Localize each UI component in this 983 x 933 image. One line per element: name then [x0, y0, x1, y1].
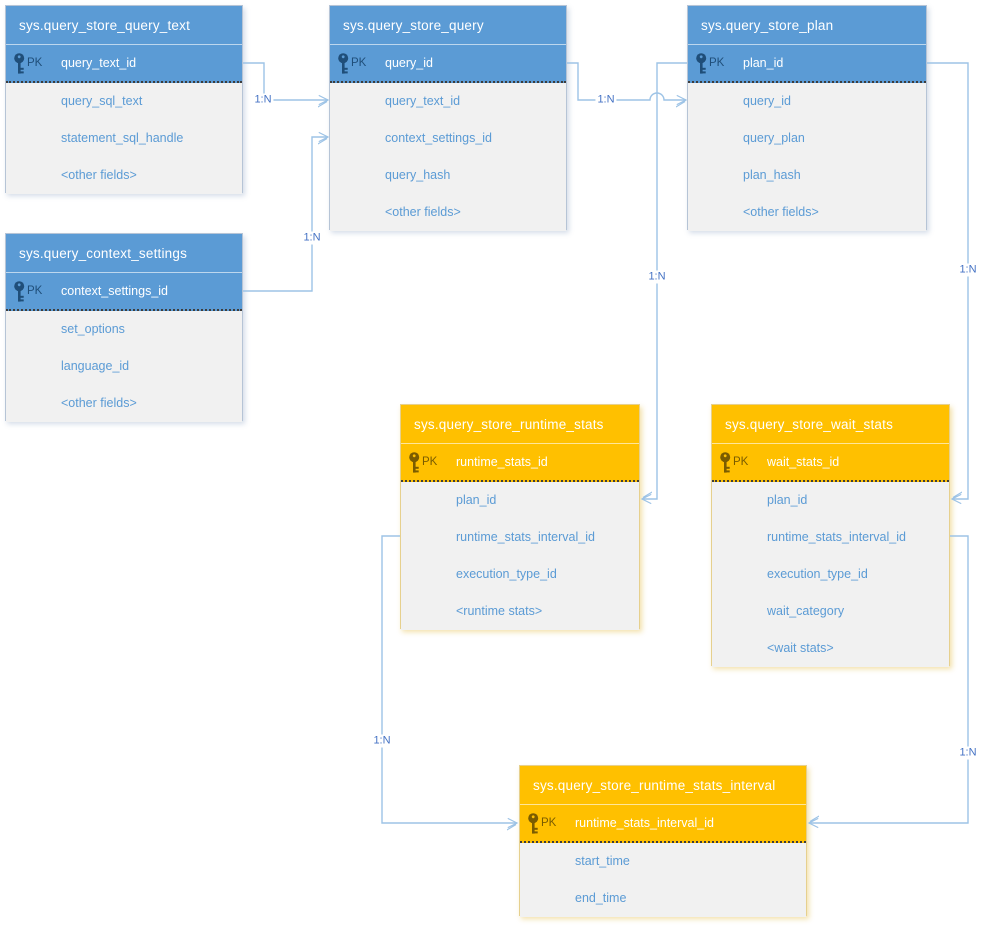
pk-row: PK runtime_stats_id [401, 444, 639, 482]
table-title: sys.query_store_wait_stats [712, 405, 949, 444]
field-row: <runtime stats> [456, 604, 543, 618]
pk-row: PK context_settings_id [6, 273, 242, 311]
primary-key-icon [13, 53, 26, 75]
relationship-cardinality-label: 1:N [252, 93, 274, 107]
table-body: plan_id runtime_stats_interval_id executio… [401, 482, 639, 630]
table-title: sys.query_store_query [330, 6, 566, 45]
table-title: sys.query_context_settings [6, 234, 242, 273]
table-title: sys.query_store_runtime_stats [401, 405, 639, 444]
pk-label: PK [27, 285, 43, 297]
pk-label: PK [351, 57, 367, 69]
field-row: plan_id [767, 493, 808, 507]
field-row: <other fields> [743, 205, 819, 219]
field-row: query_id [743, 94, 791, 108]
pk-field-name: context_settings_id [61, 284, 169, 298]
pk-row: PK query_text_id [6, 45, 242, 83]
table-title: sys.query_store_query_text [6, 6, 242, 45]
pk-field-name: runtime_stats_interval_id [575, 816, 714, 830]
pk-field-name: query_text_id [61, 56, 137, 70]
field-row: set_options [61, 322, 125, 336]
primary-key-icon [527, 813, 540, 835]
field-row: execution_type_id [767, 567, 868, 581]
pk-field-name: query_id [385, 56, 433, 70]
field-row: context_settings_id [385, 131, 493, 145]
relationship-cardinality-label: 1:N [957, 746, 979, 760]
pk-label: PK [541, 817, 557, 829]
relationship-connector [567, 62, 686, 100]
primary-key-icon [408, 452, 421, 474]
table-body: query_text_id context_settings_id query_ha… [330, 83, 566, 231]
field-row: query_sql_text [61, 94, 143, 108]
primary-key-icon [695, 53, 708, 75]
pk-row: PK runtime_stats_interval_id [520, 805, 806, 843]
field-row: plan_id [456, 493, 497, 507]
relationship-cardinality-label: 1:N [957, 263, 979, 277]
field-row: query_plan [743, 131, 805, 145]
field-row: start_time [575, 854, 630, 868]
pk-row: PK plan_id [688, 45, 926, 83]
primary-key-icon [719, 452, 732, 474]
field-row: query_text_id [385, 94, 461, 108]
table-body: start_time end_time [520, 843, 806, 917]
field-row: runtime_stats_interval_id [767, 530, 906, 544]
pk-field-name: plan_id [743, 56, 784, 70]
pk-row: PK wait_stats_id [712, 444, 949, 482]
field-row: <other fields> [61, 168, 137, 182]
pk-field-name: wait_stats_id [767, 455, 840, 469]
pk-label: PK [733, 456, 749, 468]
relationship-cardinality-label: 1:N [371, 734, 393, 748]
field-row: runtime_stats_interval_id [456, 530, 595, 544]
table-body: plan_id runtime_stats_interval_id executio… [712, 482, 949, 667]
pk-label: PK [27, 57, 43, 69]
relationship-cardinality-label: 1:N [595, 93, 617, 107]
field-row: <wait stats> [767, 641, 834, 655]
table-body: query_sql_text statement_sql_handle <other… [6, 83, 242, 194]
pk-row: PK query_id [330, 45, 566, 83]
pk-label: PK [422, 456, 438, 468]
field-row: <other fields> [61, 396, 137, 410]
table-body: query_id query_plan plan_hash <other fields… [688, 83, 926, 231]
table-title: sys.query_store_runtime_stats_interval [520, 766, 806, 805]
primary-key-icon [13, 281, 26, 303]
field-row: wait_category [767, 604, 845, 618]
field-row: end_time [575, 891, 627, 905]
field-row: query_hash [385, 168, 451, 182]
table-title: sys.query_store_plan [688, 6, 926, 45]
pk-label: PK [709, 57, 725, 69]
relationship-cardinality-label: 1:N [301, 231, 323, 245]
relationship-connector [243, 62, 328, 100]
field-row: execution_type_id [456, 567, 557, 581]
primary-key-icon [337, 53, 350, 75]
field-row: <other fields> [385, 205, 461, 219]
relationship-connector [243, 137, 328, 292]
field-row: plan_hash [743, 168, 801, 182]
relationship-connector [642, 62, 687, 499]
field-row: statement_sql_handle [61, 131, 184, 145]
field-row: language_id [61, 359, 130, 373]
table-body: set_options language_id <other fields> [6, 311, 242, 422]
relationship-cardinality-label: 1:N [646, 270, 668, 284]
pk-field-name: runtime_stats_id [456, 455, 548, 469]
